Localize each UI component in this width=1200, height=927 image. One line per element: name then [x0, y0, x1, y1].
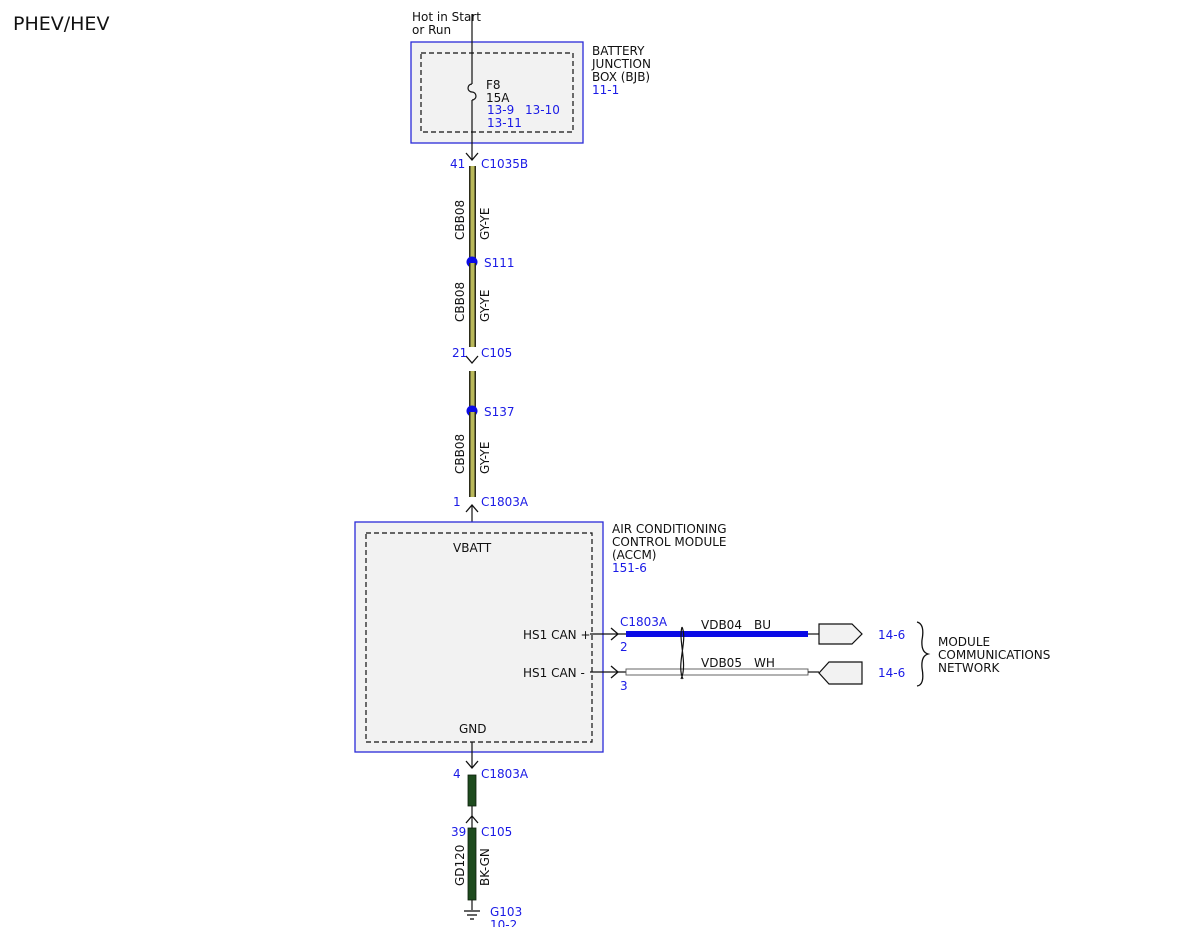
wire-gnd-seg1[interactable]: [467, 774, 477, 807]
c105-top-name[interactable]: C105: [481, 346, 512, 360]
power-source-label-line2: or Run: [412, 23, 451, 37]
wire-can-plus-circuit: VDB04: [701, 618, 742, 632]
fuse-ref-b[interactable]: 13-10: [525, 103, 560, 117]
wire-seg1-circuit: CBB08: [453, 200, 467, 240]
accm-outline: [354, 521, 604, 753]
wire-seg1[interactable]: [470, 166, 475, 261]
c1035b-name[interactable]: C1035B: [481, 157, 528, 171]
c1803a-can-plus-pin: 2: [620, 640, 628, 654]
wire-seg2[interactable]: [470, 263, 475, 347]
fuse-id: F8: [486, 78, 501, 92]
bjb-name-line3: BOX (BJB): [592, 70, 650, 84]
network-ref-plus[interactable]: 14-6: [878, 628, 905, 642]
wire-gnd-seg2[interactable]: [467, 827, 477, 901]
can-minus-offpage-icon: [818, 661, 863, 685]
network-label-line3: NETWORK: [938, 661, 1001, 675]
wire-can-plus-color: BU: [754, 618, 771, 632]
accm-name-line2: CONTROL MODULE: [612, 535, 727, 549]
c1803a-top-pin: 1: [453, 495, 461, 509]
network-brace-icon: [916, 621, 931, 687]
accm-page-ref[interactable]: 151-6: [612, 561, 647, 575]
c105-bottom-name[interactable]: C105: [481, 825, 512, 839]
accm-name-line3: (ACCM): [612, 548, 656, 562]
can-plus-offpage-icon: [818, 623, 863, 645]
twisted-pair-icon: [680, 626, 685, 680]
bjb-page-ref[interactable]: 11-1: [592, 83, 619, 97]
fuse-ref-c[interactable]: 13-11: [487, 116, 522, 130]
c105-bottom-pin: 39: [451, 825, 466, 839]
wire-can-minus-circuit: VDB05: [701, 656, 742, 670]
ground-name[interactable]: G103: [490, 905, 522, 919]
wire-seg1-color: GY-YE: [478, 208, 492, 240]
connector-c1035b-icon: [465, 152, 479, 161]
bjb-inner-dashed: [420, 52, 574, 133]
network-label-line2: COMMUNICATIONS: [938, 648, 1050, 662]
fuse-rating: 15A: [486, 91, 510, 105]
wire-seg3[interactable]: [470, 412, 475, 497]
wire-seg2b[interactable]: [470, 371, 475, 410]
accm-pin-can-plus: HS1 CAN +: [523, 628, 591, 642]
network-label-line1: MODULE: [938, 635, 990, 649]
c1803a-gnd-name[interactable]: C1803A: [481, 767, 529, 781]
wire-can-plus[interactable]: [626, 631, 808, 637]
wire-can-minus-color: WH: [754, 656, 775, 670]
bjb-outline: [410, 41, 584, 144]
ground-icon: [464, 910, 480, 920]
connector-c105-top-icon: [465, 355, 479, 364]
ground-page-ref[interactable]: 10-2: [490, 918, 517, 927]
wire-gnd-color: BK-GN: [478, 848, 492, 886]
fuse-ref-a[interactable]: 13-9: [487, 103, 514, 117]
connector-c1803a-can-minus-icon: [610, 665, 619, 679]
connector-c1803a-gnd-icon: [465, 760, 479, 769]
power-source-label-line1: Hot in Start: [412, 10, 481, 24]
wire-seg3-color: GY-YE: [478, 442, 492, 474]
splice-s111-label[interactable]: S111: [484, 256, 515, 270]
wire-gnd-circuit: GD120: [453, 845, 467, 886]
network-ref-minus[interactable]: 14-6: [878, 666, 905, 680]
c105-top-pin: 21: [452, 346, 467, 360]
wire-seg2-circuit: CBB08: [453, 282, 467, 322]
accm-pin-vbatt: VBATT: [453, 541, 492, 555]
accm-name-line1: AIR CONDITIONING: [612, 522, 727, 536]
c1803a-gnd-pin: 4: [453, 767, 461, 781]
connector-c1803a-can-plus-icon: [610, 627, 619, 641]
bjb-name-line2: JUNCTION: [591, 57, 651, 71]
wire-seg2-color: GY-YE: [478, 290, 492, 322]
accm-pin-gnd: GND: [459, 722, 487, 736]
bjb-name-line1: BATTERY: [592, 44, 645, 58]
accm-inner-dashed: [365, 532, 593, 743]
c1035b-pin: 41: [450, 157, 465, 171]
c1803a-top-name[interactable]: C1803A: [481, 495, 529, 509]
splice-s137-label[interactable]: S137: [484, 405, 515, 419]
fuse-icon: [467, 83, 477, 101]
wire-seg3-circuit: CBB08: [453, 434, 467, 474]
accm-pin-can-minus: HS1 CAN -: [523, 666, 585, 680]
page-title: PHEV/HEV: [13, 13, 109, 35]
c1803a-can-name[interactable]: C1803A: [620, 615, 668, 629]
c1803a-can-minus-pin: 3: [620, 679, 628, 693]
